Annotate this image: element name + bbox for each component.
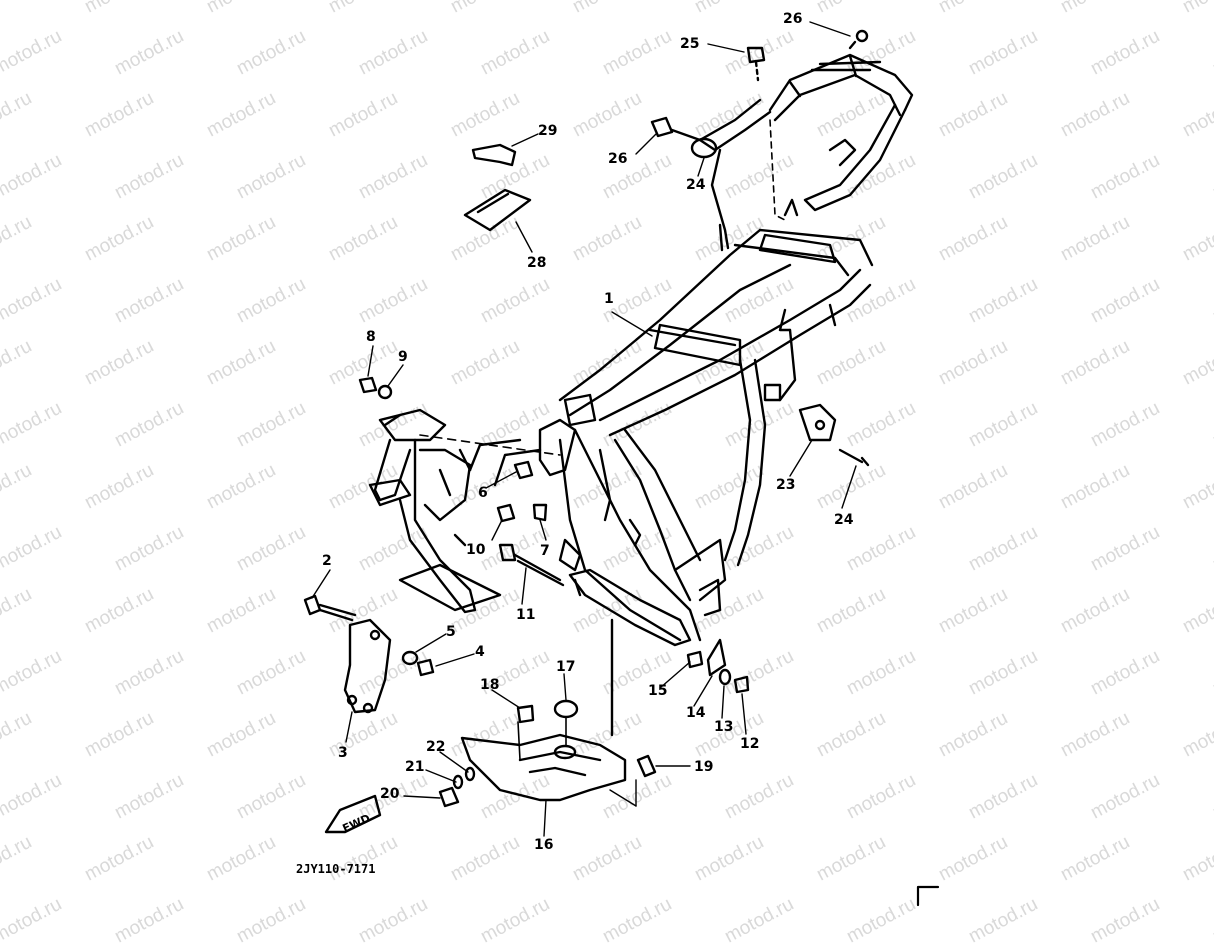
fwd-arrow-icon bbox=[324, 794, 382, 834]
callout-29: 29 bbox=[538, 123, 558, 139]
callout-24: 24 bbox=[834, 512, 854, 528]
callout-21: 21 bbox=[405, 759, 425, 775]
callout-3: 3 bbox=[338, 745, 348, 761]
rear-subframe bbox=[698, 53, 914, 217]
drawing-code: 2JY110-7171 bbox=[296, 862, 376, 876]
callout-19: 19 bbox=[694, 759, 714, 775]
callout-14: 14 bbox=[686, 705, 706, 721]
callout-9: 9 bbox=[398, 349, 408, 365]
callout-5: 5 bbox=[446, 624, 456, 640]
callout-4: 4 bbox=[475, 644, 485, 660]
callout-12: 12 bbox=[740, 736, 760, 752]
callout-25: 24 bbox=[686, 177, 706, 193]
callout-18: 18 bbox=[480, 677, 500, 693]
callout-6: 6 bbox=[478, 485, 488, 501]
callout-16: 16 bbox=[534, 837, 554, 853]
front-bracket-left bbox=[368, 408, 561, 614]
parts-28-29 bbox=[463, 143, 532, 232]
callout-15: 15 bbox=[648, 683, 668, 699]
callout-26a: 25 bbox=[680, 36, 700, 52]
callout-23: 23 bbox=[776, 477, 796, 493]
callout-1: 1 bbox=[604, 291, 614, 307]
callout-11: 11 bbox=[516, 607, 536, 623]
callout-28: 28 bbox=[527, 255, 547, 271]
callout-7: 7 bbox=[540, 543, 550, 559]
frame-exploded-diagram bbox=[303, 21, 940, 907]
callout-8: 8 bbox=[366, 329, 376, 345]
skid-plate bbox=[460, 618, 627, 802]
callout-22: 22 bbox=[426, 739, 446, 755]
callout-10: 10 bbox=[466, 542, 486, 558]
callout-2: 2 bbox=[322, 553, 332, 569]
leader-lines bbox=[311, 21, 857, 837]
corner-mark bbox=[916, 885, 940, 907]
callout-20: 20 bbox=[380, 786, 400, 802]
callout-26b: 26 bbox=[608, 151, 628, 167]
callout-27: 26 bbox=[783, 11, 803, 27]
callout-17: 17 bbox=[556, 659, 576, 675]
callout-13: 13 bbox=[714, 719, 734, 735]
main-frame bbox=[468, 223, 874, 647]
